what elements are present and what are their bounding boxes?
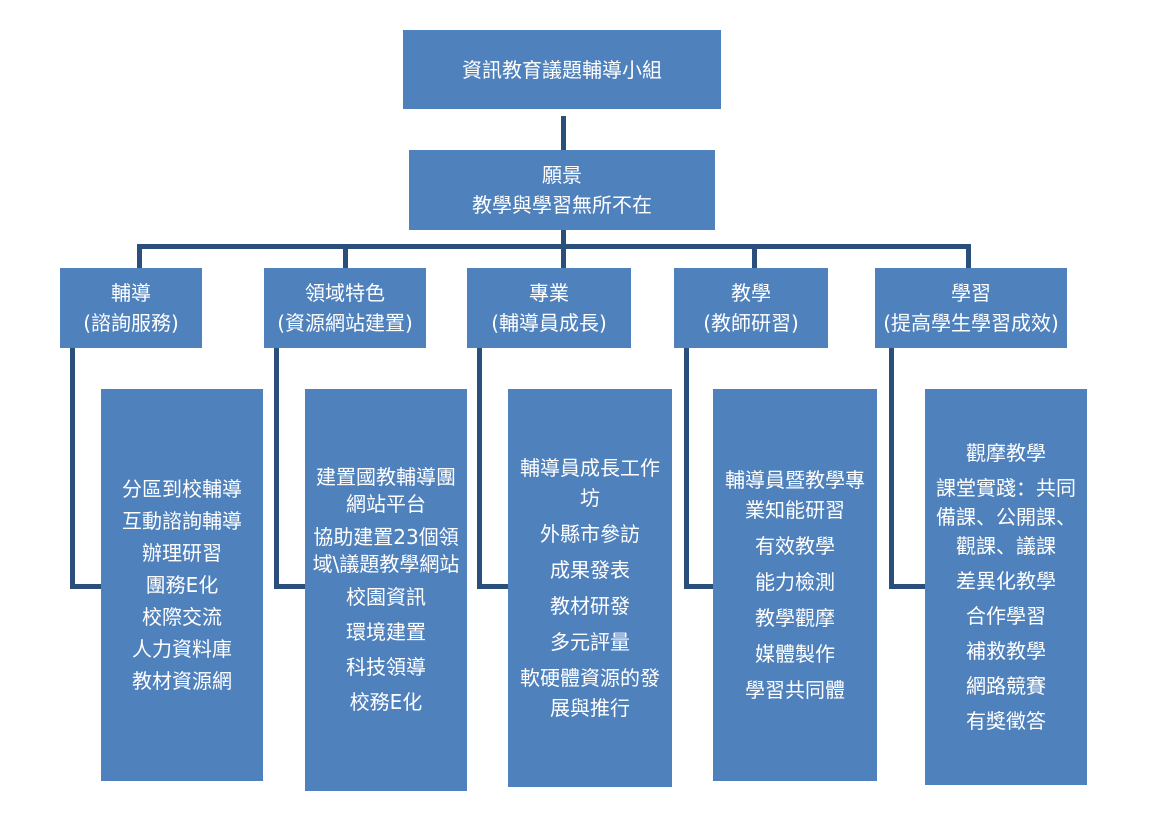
- category-name: 教學: [731, 281, 771, 305]
- root-title: 資訊教育議題輔導小組: [462, 57, 662, 82]
- detail-item: 教學觀摩: [755, 606, 835, 630]
- detail-item: 建置國教輔導團網站平台: [316, 465, 456, 516]
- detail-item: 能力檢測: [755, 570, 835, 594]
- detail-item: 辦理研習: [142, 541, 222, 565]
- elbow-vertical-3: [477, 348, 482, 588]
- detail-item: 合作學習: [966, 603, 1046, 628]
- detail-box-domain: 建置國教輔導團網站平台 協助建置23個領域\議題教學網站 校園資訊 環境建置 科…: [305, 389, 467, 791]
- detail-item: 學習共同體: [745, 678, 845, 702]
- detail-box-learning: 觀摩教學 課堂實踐：共同備課、公開課、觀課、議課 差異化教學 合作學習 補救教學…: [925, 389, 1087, 785]
- detail-item: 課堂實踐：共同備課、公開課、觀課、議課: [936, 475, 1076, 558]
- detail-item: 差異化教學: [956, 568, 1056, 593]
- connector-drop-2: [343, 244, 348, 268]
- category-name: 輔導: [111, 281, 151, 305]
- detail-item: 人力資料庫: [132, 637, 232, 661]
- detail-box-professional: 輔導員成長工作坊 外縣市參訪 成果發表 教材研發 多元評量 軟硬體資源的發展與推…: [508, 389, 672, 787]
- category-box-domain: 領域特色 (資源網站建置): [264, 268, 426, 348]
- detail-item: 校際交流: [142, 605, 222, 629]
- category-name: 學習: [951, 281, 991, 305]
- detail-item: 團務E化: [145, 573, 219, 597]
- detail-item: 網路競賽: [966, 673, 1046, 698]
- category-subtitle: (輔導員成長): [491, 311, 607, 335]
- detail-item: 輔導員暨教學專業知能研習: [725, 468, 865, 522]
- detail-item: 軟硬體資源的發展與推行: [520, 666, 660, 720]
- detail-item: 輔導員成長工作坊: [520, 456, 660, 510]
- elbow-horizontal-5: [889, 584, 925, 589]
- category-box-professional: 專業 (輔導員成長): [467, 268, 631, 348]
- connector-drop-1: [137, 244, 142, 268]
- category-name: 專業: [529, 281, 569, 305]
- detail-item: 有效教學: [755, 534, 835, 558]
- elbow-vertical-2: [274, 348, 279, 588]
- detail-item: 環境建置: [346, 620, 426, 644]
- detail-item: 互動諮詢輔導: [122, 509, 242, 533]
- detail-item: 教材研發: [550, 594, 630, 618]
- category-subtitle: (資源網站建置): [277, 311, 413, 335]
- detail-item: 有獎徵答: [966, 708, 1046, 733]
- detail-item: 校務E化: [349, 690, 423, 714]
- detail-item: 科技領導: [346, 655, 426, 679]
- category-subtitle: (提高學生學習成效): [883, 311, 1059, 335]
- elbow-horizontal-1: [70, 584, 101, 589]
- elbow-vertical-5: [889, 348, 894, 588]
- root-box: 資訊教育議題輔導小組: [403, 30, 721, 109]
- category-subtitle: (教師研習): [703, 311, 799, 335]
- elbow-vertical-1: [70, 348, 75, 588]
- detail-box-counseling: 分區到校輔導 互動諮詢輔導 辦理研習 團務E化 校際交流 人力資料庫 教材資源網: [101, 389, 263, 781]
- vision-label: 願景: [542, 163, 582, 187]
- detail-item: 外縣市參訪: [540, 522, 640, 546]
- elbow-vertical-4: [684, 348, 689, 588]
- elbow-horizontal-4: [684, 584, 715, 589]
- category-box-learning: 學習 (提高學生學習成效): [875, 268, 1067, 348]
- detail-item: 校園資訊: [346, 585, 426, 609]
- detail-item: 協助建置23個領域\議題教學網站: [312, 525, 460, 576]
- detail-box-teaching: 輔導員暨教學專業知能研習 有效教學 能力檢測 教學觀摩 媒體製作 學習共同體: [713, 389, 877, 781]
- detail-item: 觀摩教學: [966, 440, 1046, 465]
- detail-item: 補救教學: [966, 638, 1046, 663]
- connector-drop-5: [966, 244, 971, 268]
- detail-item: 成果發表: [550, 558, 630, 582]
- detail-item: 多元評量: [550, 630, 630, 654]
- category-box-teaching: 教學 (教師研習): [674, 268, 828, 348]
- elbow-horizontal-3: [477, 584, 508, 589]
- category-box-counseling: 輔導 (諮詢服務): [60, 268, 202, 348]
- detail-item: 教材資源網: [132, 669, 232, 693]
- connector-vision-bus: [561, 230, 566, 248]
- detail-item: 分區到校輔導: [122, 477, 242, 501]
- connector-horizontal-bus: [137, 244, 971, 249]
- category-subtitle: (諮詢服務): [83, 311, 179, 335]
- elbow-horizontal-2: [274, 584, 305, 589]
- connector-drop-4: [752, 244, 757, 268]
- connector-root-vision: [561, 116, 566, 150]
- category-name: 領域特色: [305, 281, 385, 305]
- connector-drop-3: [561, 244, 566, 268]
- vision-box: 願景 教學與學習無所不在: [409, 150, 715, 230]
- detail-item: 媒體製作: [755, 642, 835, 666]
- vision-statement: 教學與學習無所不在: [472, 193, 652, 217]
